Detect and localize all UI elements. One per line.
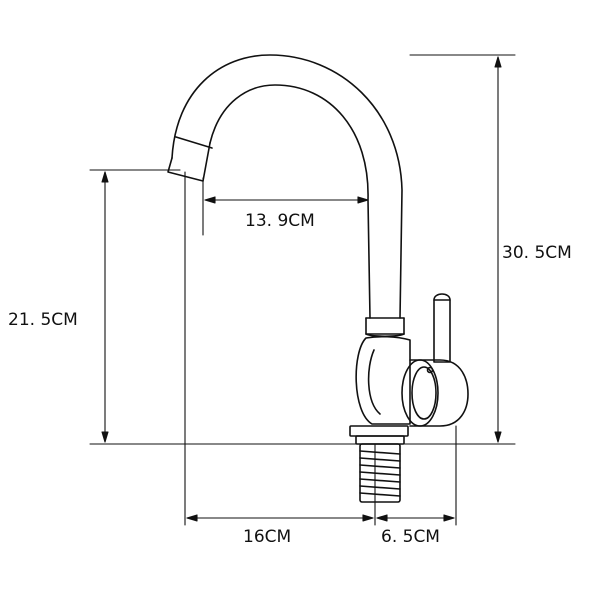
spout-height-label: 21. 5CM <box>8 310 78 330</box>
handle-offset-label: 6. 5CM <box>381 527 440 547</box>
total-height-label: 30. 5CM <box>502 243 572 263</box>
spout-reach-dimension <box>204 196 369 204</box>
spout-height-dimension <box>101 171 109 443</box>
handle-offset-dimension <box>376 514 455 522</box>
lever-handle <box>433 293 451 363</box>
neck-collar <box>365 317 405 338</box>
base-depth-label: 16CM <box>243 527 291 547</box>
dimension-lines <box>101 56 502 522</box>
faucet-drawing <box>167 54 469 503</box>
spout-outer-contour <box>171 54 403 319</box>
threaded-shank <box>359 443 401 503</box>
spout-inner-contour <box>209 84 371 319</box>
base-flange <box>349 425 409 445</box>
spout-tip <box>167 142 211 182</box>
handle-cartridge <box>401 359 469 427</box>
spout-tip-ring <box>175 136 213 149</box>
total-height-dimension <box>494 56 502 443</box>
valve-body-inner <box>367 349 381 415</box>
spout-reach-label: 13. 9CM <box>245 211 315 231</box>
extension-lines <box>89 54 516 526</box>
base-depth-dimension <box>186 514 374 522</box>
valve-body <box>355 335 411 425</box>
